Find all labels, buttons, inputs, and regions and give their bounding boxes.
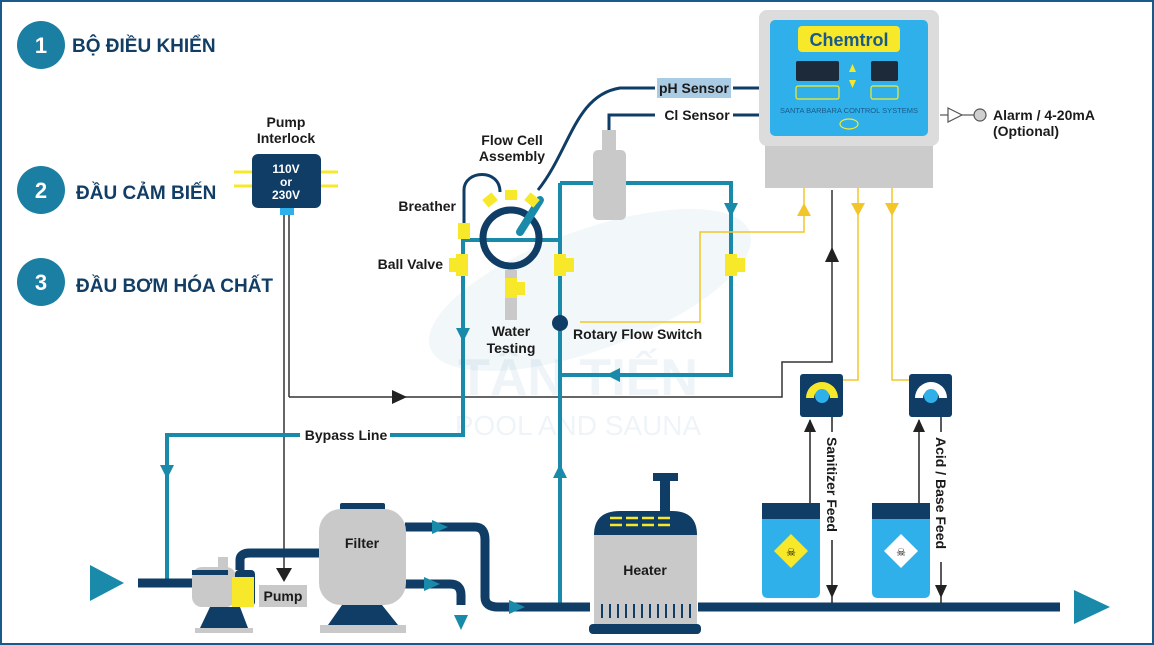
flow-cell-label: Flow Cell (481, 132, 542, 148)
loop-valve-icon (554, 254, 574, 276)
flow-cell-assembly (449, 190, 745, 331)
legend: 1 BỘ ĐIỀU KHIỂN 2 ĐẦU CẢM BIẾN 3 ĐẦU BƠM… (17, 21, 273, 306)
alarm-terminal-icon (973, 108, 987, 122)
filter: Filter (319, 503, 406, 633)
pump-interlock: Pump Interlock 110V or 230V (234, 114, 338, 215)
acid-tank: ☠ (872, 503, 930, 598)
legend-number: 2 (35, 178, 47, 203)
filter-label: Filter (345, 535, 380, 551)
legend-badge (17, 166, 65, 214)
legend-label: ĐẦU CẢM BIẾN (76, 182, 216, 204)
ball-valve-icon (449, 254, 468, 276)
loop-valve-icon (725, 254, 745, 276)
cl-sensor-label: Cl Sensor (664, 107, 730, 123)
logo-icon (839, 118, 859, 130)
legend-label: ĐẦU BƠM HÓA CHẤT (76, 275, 273, 297)
legend-number: 1 (35, 33, 47, 58)
rotary-flow-switch-label: Rotary Flow Switch (573, 326, 702, 342)
rotary-flow-switch-icon (552, 315, 568, 331)
button-left[interactable] (795, 85, 840, 100)
inlet-arrow-icon (90, 565, 124, 601)
drain-arrow (454, 615, 468, 630)
up-arrow-icon[interactable] (849, 64, 856, 72)
interlock-control-line (276, 190, 839, 582)
interlock-title: Interlock (257, 130, 316, 146)
sanitizer-tank: ☠ (762, 503, 820, 598)
hazard-skull-icon: ☠ (896, 547, 906, 559)
hazard-skull-icon: ☠ (786, 547, 796, 559)
signal-arrow-down (885, 203, 899, 216)
flow-cell-label: Assembly (479, 148, 545, 164)
flow-arrow (509, 600, 525, 614)
flow-arrow (432, 520, 448, 534)
acid-feed-pump (909, 374, 952, 417)
heater-grille (601, 604, 691, 618)
alarm-label-optional: (Optional) (993, 123, 1059, 139)
sensor-cables (462, 86, 760, 228)
heater-label: Heater (623, 562, 667, 578)
interlock-voltage: or (280, 175, 292, 189)
bypass-line-label: Bypass Line (305, 427, 388, 443)
interlock-title: Pump (267, 114, 306, 130)
ph-sensor-highlight (657, 78, 731, 98)
alarm-output: Alarm / 4-20mA (Optional) (940, 107, 1095, 139)
breather-fitting (458, 223, 470, 239)
sanitizer-feed-pump (800, 374, 843, 417)
signal-lines (580, 188, 910, 381)
controller-brand: Chemtrol (809, 30, 888, 50)
acid-base-feed-label: Acid / Base Feed (933, 437, 949, 549)
breather-label: Breather (398, 198, 456, 214)
button-right[interactable] (870, 85, 899, 100)
cl-sensor-probe (593, 130, 626, 220)
pump-label: Pump (264, 588, 303, 604)
signal-arrow-up (797, 203, 811, 216)
legend-badge (17, 258, 65, 306)
display-right (871, 61, 898, 81)
sanitizer-feed-label: Sanitizer Feed (824, 437, 840, 532)
heater-vents (610, 516, 670, 527)
water-testing-label: Testing (487, 340, 536, 356)
water-testing-valve-icon (505, 278, 525, 298)
water-testing-label: Water (492, 323, 531, 339)
legend-item-controller: 1 BỘ ĐIỀU KHIỂN (17, 21, 216, 69)
flow-cell-ring (479, 206, 543, 270)
flow-arrows (160, 203, 738, 479)
display-left (796, 61, 839, 81)
watermark-line2: POOL AND SAUNA (455, 410, 702, 441)
chemtrol-controller: Chemtrol SANTA BARBARA CONTROL SYSTEMS (759, 10, 939, 188)
signal-arrow-down (851, 203, 865, 216)
ball-valve-label: Ball Valve (378, 256, 444, 272)
legend-number: 3 (35, 270, 47, 295)
down-arrow-icon[interactable] (849, 80, 856, 88)
pump: Pump (192, 557, 307, 633)
watermark-line1: TÂN TIẾN (458, 348, 698, 407)
legend-badge (17, 21, 65, 69)
heater: Heater (589, 473, 701, 634)
legend-label: BỘ ĐIỀU KHIỂN (72, 35, 216, 57)
controller-maker: SANTA BARBARA CONTROL SYSTEMS (780, 106, 918, 115)
legend-item-sensor: 2 ĐẦU CẢM BIẾN (17, 166, 216, 214)
outlet-arrow-icon (1074, 590, 1110, 624)
ph-sensor-label: pH Sensor (659, 80, 730, 96)
main-plumbing (138, 522, 1060, 612)
interlock-voltage: 110V (272, 162, 299, 176)
legend-item-chemical-pump: 3 ĐẦU BƠM HÓA CHẤT (17, 258, 273, 306)
interlock-voltage: 230V (272, 188, 300, 202)
alarm-label: Alarm / 4-20mA (993, 107, 1095, 123)
flow-arrow (424, 577, 440, 591)
